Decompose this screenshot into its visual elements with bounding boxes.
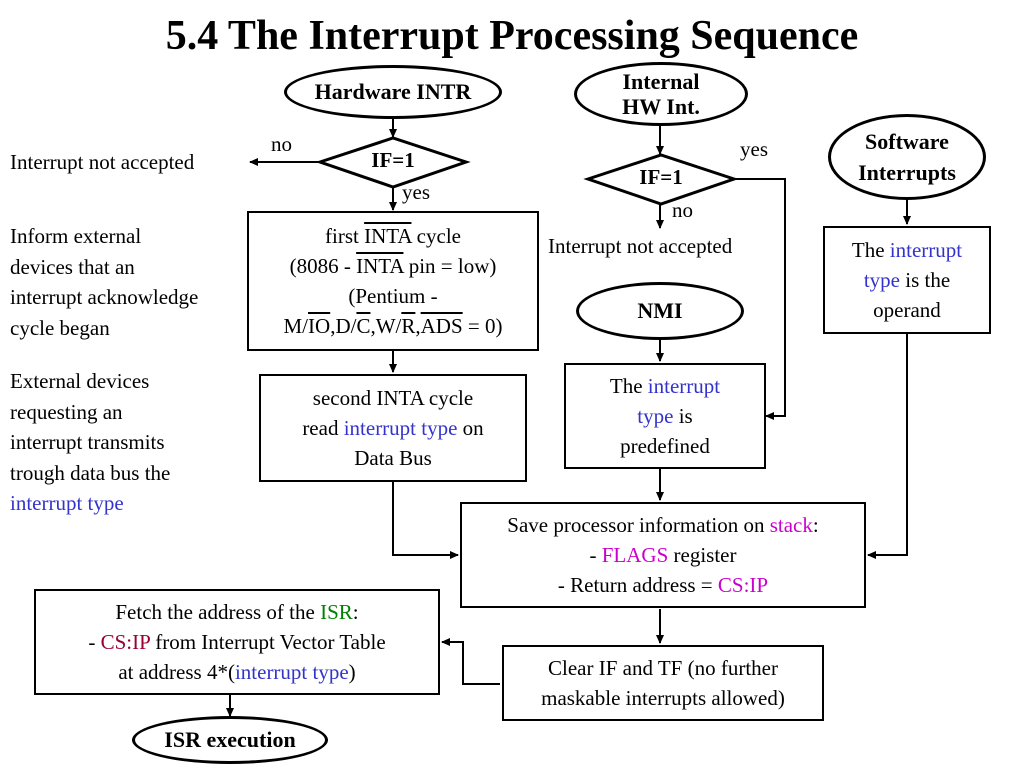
- software-interrupts-oval: Software Interrupts: [828, 114, 986, 200]
- hardware-intr-oval: Hardware INTR: [284, 65, 502, 119]
- note-inform-line: interrupt acknowledge: [10, 285, 199, 309]
- software-line1: Software: [865, 129, 949, 154]
- fetch-isr-box: Fetch the address of the ISR: - CS:IP fr…: [34, 589, 440, 695]
- note-external-devices: External devices requesting an interrupt…: [10, 366, 170, 519]
- fetch-isr-line1: Fetch the address of the ISR:: [115, 600, 359, 624]
- decision-right-label: IF=1: [639, 165, 683, 189]
- first-inta-line4: M/IO,D/C,W/R,ADS = 0): [283, 314, 503, 338]
- predefined-line1: The interrupt: [609, 374, 721, 398]
- note-inform-external: Inform external devices that an interrup…: [10, 221, 198, 343]
- edge-label-left-no: no: [271, 132, 292, 156]
- predefined-line2: type is: [637, 404, 693, 428]
- clear-if-line1: Clear IF and TF (no further: [548, 656, 778, 680]
- edge-label-right-no: no: [672, 198, 693, 222]
- nmi-oval: NMI: [576, 282, 744, 340]
- clear-if-line2: maskable interrupts allowed): [541, 686, 785, 710]
- fetch-isr-line3: at address 4*(interrupt type): [118, 660, 356, 684]
- hardware-intr-label: Hardware INTR: [314, 79, 472, 104]
- page-title: 5.4 The Interrupt Processing Sequence: [165, 13, 859, 59]
- save-info-line2: - FLAGS register: [589, 543, 737, 567]
- decision-diamond-right: [583, 153, 739, 206]
- fetch-isr-line2: - CS:IP from Interrupt Vector Table: [88, 630, 386, 654]
- arrow-clear-to-fetch: [441, 638, 500, 685]
- edge-label-right-yes: yes: [740, 137, 768, 161]
- note-external-line: External devices: [10, 369, 150, 393]
- software-type-line1: The interrupt: [851, 238, 963, 262]
- decision-diamond-left: [315, 136, 471, 189]
- arrow-software-to-save: [867, 333, 908, 559]
- note-inform-line: Inform external: [10, 224, 142, 248]
- first-inta-line1: first INTA cycle: [325, 224, 461, 248]
- second-inta-line1: second INTA cycle: [312, 386, 474, 410]
- edge-label-left-yes: yes: [402, 180, 430, 204]
- save-info-line1: Save processor information on stack:: [507, 513, 819, 537]
- isr-execution-label: ISR execution: [164, 727, 296, 752]
- internal-hw-line1: Internal: [622, 69, 700, 94]
- decision-left-label: IF=1: [371, 148, 415, 172]
- note-inform-line: cycle began: [10, 315, 110, 340]
- predefined-box: The interrupt type is predefined: [564, 363, 766, 469]
- arrow-second-to-save: [392, 481, 459, 559]
- not-accepted-right: Interrupt not accepted: [548, 234, 733, 258]
- note-external-interrupt-type: interrupt type: [10, 491, 124, 515]
- internal-hw-oval: Internal HW Int.: [574, 62, 748, 126]
- note-external-line: requesting an: [10, 399, 123, 424]
- first-inta-line2: (8086 - INTA pin = low): [289, 254, 497, 278]
- clear-if-box: Clear IF and TF (no further maskable int…: [502, 645, 824, 721]
- first-inta-box: first INTA cycle (8086 - INTA pin = low)…: [247, 211, 539, 351]
- second-inta-line3: Data Bus: [354, 446, 432, 470]
- predefined-line3: predefined: [620, 434, 710, 458]
- nmi-label: NMI: [637, 298, 683, 323]
- isr-execution-oval: ISR execution: [132, 716, 328, 764]
- second-inta-line2: read interrupt type on: [302, 416, 484, 440]
- not-accepted-left: Interrupt not accepted: [10, 150, 195, 174]
- arrow-right-yes: [734, 178, 786, 420]
- save-info-box: Save processor information on stack: - F…: [460, 502, 866, 608]
- software-type-line3: operand: [873, 298, 941, 322]
- first-inta-line3: (Pentium -: [348, 284, 438, 308]
- note-inform-line: devices that an: [10, 254, 135, 279]
- software-type-line2: type is the: [863, 268, 951, 292]
- software-line2: Interrupts: [858, 160, 956, 185]
- software-type-box: The interrupt type is the operand: [823, 226, 991, 334]
- save-info-line3: - Return address = CS:IP: [557, 573, 769, 597]
- second-inta-box: second INTA cycle read interrupt type on…: [259, 374, 527, 482]
- note-external-line: interrupt transmits: [10, 430, 165, 454]
- note-external-line: trough data bus the: [10, 460, 171, 485]
- internal-hw-line2: HW Int.: [622, 94, 700, 119]
